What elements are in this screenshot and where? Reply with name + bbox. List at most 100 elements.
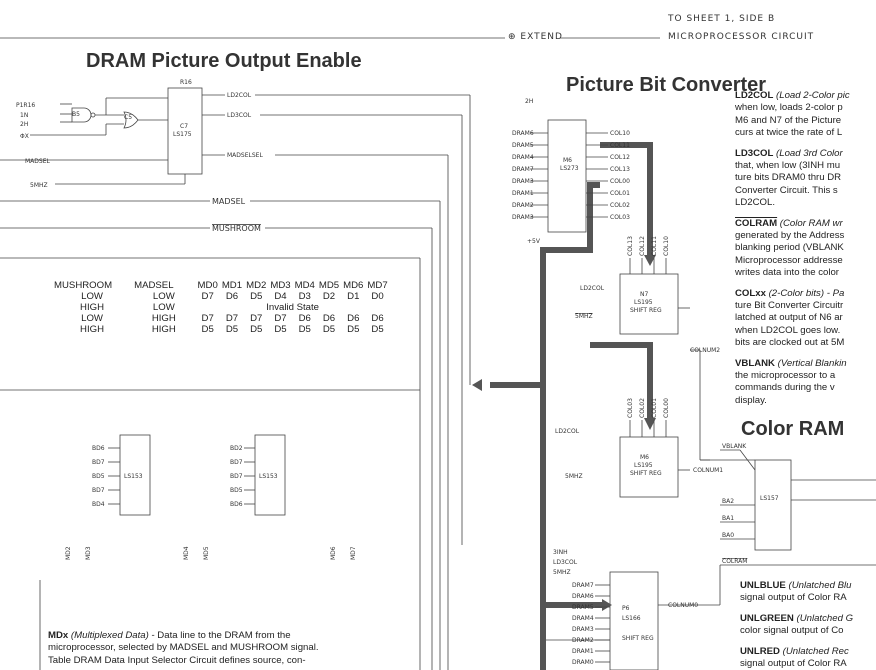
- signal-label: VBLANK: [722, 443, 747, 450]
- table-cell: HIGH: [80, 302, 105, 313]
- table-header: MD0: [197, 280, 218, 291]
- signal-label: 2H: [525, 98, 533, 105]
- signal-label: LD2COL: [580, 285, 605, 292]
- table-cell: D6: [347, 313, 360, 324]
- signal-label: +5V: [527, 238, 541, 245]
- p6-input-label: DRAM0: [572, 659, 594, 666]
- table-cell: HIGH: [151, 313, 176, 324]
- table-cell: LOW: [81, 291, 103, 302]
- p6-input-label: DRAM1: [572, 648, 594, 655]
- col-output-label: COL01: [610, 190, 630, 197]
- table-cell: D3: [298, 291, 311, 302]
- signal-label: 2H: [20, 121, 28, 128]
- table-cell: D5: [250, 324, 263, 335]
- chip-ref: C7: [180, 123, 188, 130]
- chip-ref: M6: [563, 157, 572, 164]
- chip-type: LS195: [634, 462, 653, 469]
- n7-input-label: COL10: [663, 236, 670, 256]
- table-cell: D5: [201, 324, 214, 335]
- mux-input-label: BD6: [230, 501, 243, 508]
- n7-input-label: COL12: [639, 236, 646, 256]
- signal-label: ΦX: [20, 133, 29, 140]
- signal-label: MADSEL: [212, 197, 246, 206]
- table-cell: D4: [274, 291, 287, 302]
- dram-input-label: DRAM3: [512, 214, 534, 221]
- signal-label: BA1: [722, 515, 734, 522]
- col-output-label: COL02: [610, 202, 630, 209]
- dram-input-label: DRAM7: [512, 166, 534, 173]
- table-header: MD1: [221, 280, 243, 291]
- p6-input-label: DRAM2: [572, 637, 594, 644]
- signal-label: LD3COL: [227, 112, 252, 119]
- md-output-label: MD3: [85, 546, 92, 560]
- signal-label: 5MHZ: [565, 473, 583, 480]
- p6-input-label: DRAM4: [572, 615, 594, 622]
- mux-input-label: BD2: [230, 445, 243, 452]
- table-header: MUSHROOM: [54, 280, 113, 291]
- col-output-label: COL10: [610, 130, 630, 137]
- signal-label: R16: [180, 79, 192, 86]
- signal-label: P1R16: [16, 102, 35, 109]
- table-header: MD5: [318, 280, 340, 291]
- table-cell: D1: [347, 291, 360, 302]
- chip-type: LS157: [760, 495, 779, 502]
- table-cell: D5: [225, 324, 239, 335]
- table-cell: D5: [347, 324, 360, 335]
- table-cell: D5: [274, 324, 287, 335]
- table-cell: D5: [298, 324, 311, 335]
- mux-input-label: BD5: [230, 487, 243, 494]
- n7-input-label: COL13: [627, 236, 634, 256]
- n6-input-label: COL03: [627, 398, 634, 418]
- mux-input-label: BD7: [92, 459, 105, 466]
- table-cell: LOW: [152, 302, 175, 313]
- chip-func: SHIFT REG: [622, 635, 654, 642]
- table-cell: D6: [371, 313, 384, 324]
- mux-input-label: BD4: [92, 501, 105, 508]
- p6-input-label: DRAM5: [572, 604, 594, 611]
- extend-label: ⊕ EXTEND: [508, 32, 563, 42]
- signal-label: COLNUM1: [693, 467, 723, 474]
- table-cell: D6: [298, 313, 311, 324]
- table-row: HIGH LOW Invalid State: [52, 302, 390, 313]
- table-cell: D6: [225, 291, 239, 302]
- signal-label: 3INH: [553, 549, 568, 556]
- table-cell: HIGH: [151, 324, 176, 335]
- n6-input-label: COL02: [639, 398, 646, 418]
- table-cell: D7: [225, 313, 239, 324]
- table-cell: D7: [250, 313, 263, 324]
- section-title-color-ram: Color RAM: [741, 418, 845, 440]
- mux-input-label: BD6: [92, 445, 105, 452]
- section-title-picture-bit: Picture Bit Converter: [566, 74, 767, 96]
- table-cell: Invalid State: [266, 302, 320, 313]
- chip-func: SHIFT REG: [630, 470, 662, 477]
- signal-label: MUSHROOM: [212, 224, 261, 233]
- dram-input-label: DRAM3: [512, 178, 534, 185]
- signal-label: 5MHZ: [553, 569, 571, 576]
- dram-input-label: DRAM2: [512, 202, 534, 209]
- signal-label: MADSELSEL: [227, 152, 263, 159]
- table-cell: D5: [250, 291, 263, 302]
- signal-label: LD2COL: [227, 92, 252, 99]
- col-output-label: COL13: [610, 166, 630, 173]
- md-output-label: MD7: [350, 546, 357, 560]
- p6-input-label: DRAM7: [572, 582, 594, 589]
- mux-input-label: BD7: [92, 487, 105, 494]
- table-header: MADSEL: [134, 280, 174, 291]
- signal-label: MADSEL: [25, 158, 51, 165]
- chip-ref: N7: [640, 291, 648, 298]
- signal-label: LD2COL: [555, 428, 580, 435]
- signal-label: COLNUM0: [668, 602, 698, 609]
- mux-input-label: BD7: [230, 459, 243, 466]
- table-cell: LOW: [81, 313, 103, 324]
- table-cell: D5: [371, 324, 384, 335]
